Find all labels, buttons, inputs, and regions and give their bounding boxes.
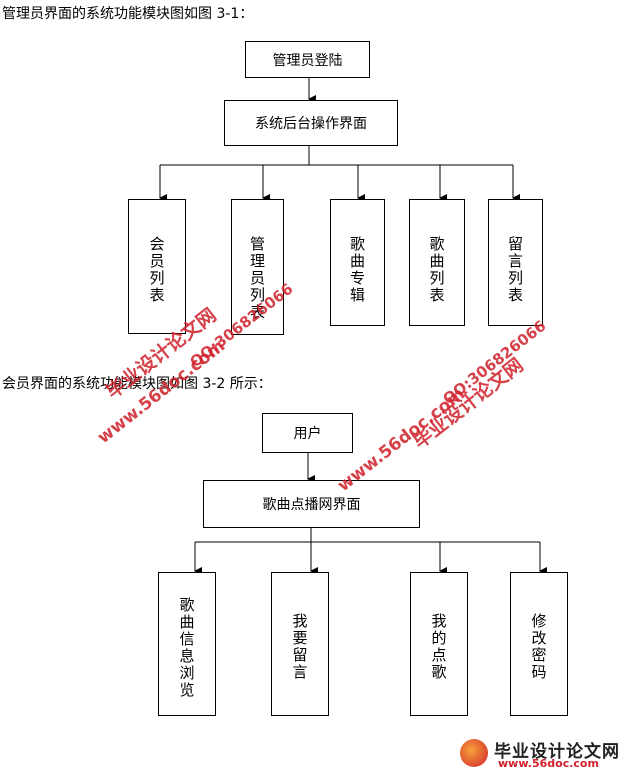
node-my-songs-label: 我的点歌 xyxy=(429,613,448,681)
node-my-songs: 我的点歌 xyxy=(410,572,468,716)
caption-figure-3-1: 管理员界面的系统功能模块图如图 3-1： xyxy=(2,6,254,22)
node-song-list-label: 歌曲列表 xyxy=(427,236,446,304)
node-user-label: 用户 xyxy=(293,426,322,442)
node-song-site-label: 歌曲点播网界面 xyxy=(262,497,361,513)
node-leave-message: 我要留言 xyxy=(271,572,329,716)
node-change-password-label: 修改密码 xyxy=(529,613,548,681)
node-admin-list: 管理员列表 xyxy=(231,199,284,335)
site-logo: 毕业设计论文网 www.56doc.com xyxy=(460,735,625,773)
node-admin-list-label: 管理员列表 xyxy=(248,236,266,321)
node-admin-backend-label: 系统后台操作界面 xyxy=(255,116,367,132)
node-member-list-label: 会员列表 xyxy=(147,236,166,304)
node-user: 用户 xyxy=(262,413,353,453)
logo-url: www.56doc.com xyxy=(498,757,599,770)
node-song-browse-label: 歌曲信息浏览 xyxy=(177,597,196,699)
node-change-password: 修改密码 xyxy=(510,572,568,716)
node-message-list-label: 留言列表 xyxy=(506,236,524,304)
node-song-browse: 歌曲信息浏览 xyxy=(158,572,216,716)
node-song-list: 歌曲列表 xyxy=(409,199,465,326)
node-member-list: 会员列表 xyxy=(128,199,186,334)
caption-figure-3-2: 会员界面的系统功能模块图如图 3-2 所示： xyxy=(2,376,272,392)
node-admin-backend: 系统后台操作界面 xyxy=(224,100,398,146)
logo-title: 毕业设计论文网 xyxy=(494,742,620,762)
logo-badge-icon xyxy=(460,739,488,767)
node-message-list: 留言列表 xyxy=(488,199,543,326)
node-song-album-label: 歌曲专辑 xyxy=(348,236,366,304)
node-song-album: 歌曲专辑 xyxy=(330,199,385,326)
node-admin-login: 管理员登陆 xyxy=(245,41,370,78)
node-song-site: 歌曲点播网界面 xyxy=(203,480,420,528)
node-admin-login-label: 管理员登陆 xyxy=(272,52,343,69)
node-leave-message-label: 我要留言 xyxy=(290,613,309,681)
